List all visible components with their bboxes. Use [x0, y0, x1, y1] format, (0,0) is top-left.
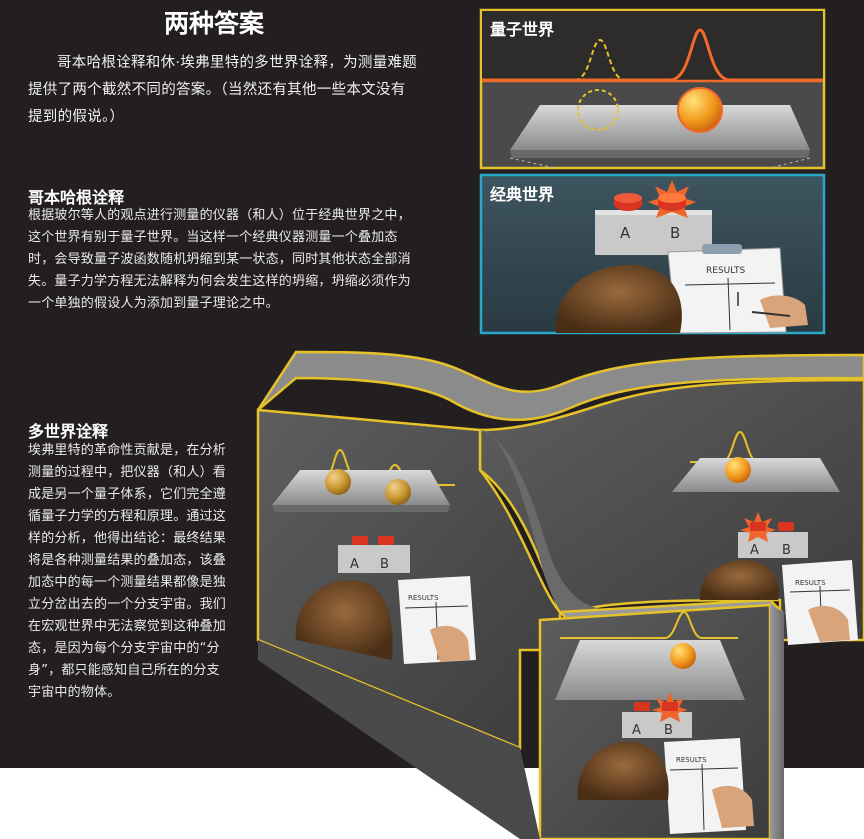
classical-world-label: 经典世界	[490, 185, 554, 204]
mw-label-b-main: B	[380, 557, 389, 572]
branching-universes: A B RESULTS A B RESULTS A B	[256, 350, 864, 839]
results-label: RESULTS	[706, 266, 746, 276]
mw-results-main: RESULTS	[408, 594, 439, 602]
quantum-table	[510, 105, 810, 150]
mw-device-main	[338, 545, 410, 573]
mw-label-a-main: A	[350, 557, 359, 572]
measuring-device	[595, 215, 712, 255]
mw-wave-lower	[560, 610, 738, 639]
manyworlds-text: 埃弗里特的革命性贡献是，在分析测量的过程中，把仪器（和人）看成是另一个量子体系，…	[28, 443, 227, 700]
mw-results-lower: RESULTS	[676, 756, 707, 764]
mw-label-a-lower: A	[632, 723, 641, 738]
observer-head	[555, 265, 682, 333]
quantum-world-panel: 量子世界	[479, 8, 826, 170]
mw-device-upper	[738, 532, 808, 558]
mw-label-b-upper: B	[782, 543, 791, 558]
mw-head-main	[295, 580, 393, 660]
mw-ball-main-2	[385, 479, 411, 505]
mw-ball-lower	[670, 643, 696, 669]
mw-device-lower	[622, 712, 692, 738]
label-a: A	[620, 224, 631, 242]
label-b: B	[670, 224, 680, 242]
orange-ball	[677, 87, 723, 133]
connecting-wall	[480, 430, 770, 650]
mw-label-a-upper: A	[750, 543, 759, 558]
mw-ball-upper	[725, 457, 751, 483]
mw-results-upper: RESULTS	[795, 579, 826, 587]
manyworlds-heading: 多世界诠释	[28, 422, 109, 441]
copenhagen-heading: 哥本哈根诠释	[28, 188, 125, 207]
writing-hand	[760, 295, 808, 328]
mw-table-lower	[555, 640, 745, 700]
mw-label-b-lower: B	[664, 723, 673, 738]
intro-paragraph: 哥本哈根诠释和休·埃弗里特的多世界诠释，为测量难题提供了两个截然不同的答案。（当…	[28, 55, 418, 125]
mw-ball-main-1	[325, 469, 351, 495]
copenhagen-text: 根据玻尔等人的观点进行测量的仪器（和人）位于经典世界之中，这个世界有别于量子世界…	[28, 208, 411, 311]
dashed-wave	[574, 38, 626, 81]
mw-head-upper	[699, 560, 779, 600]
mw-table-main	[272, 470, 450, 505]
mw-head-lower	[577, 742, 669, 800]
classical-world-panel: A B RESULTS 经典世界	[479, 173, 826, 335]
collapsed-wave	[482, 28, 823, 82]
dashed-ball	[577, 89, 619, 131]
mw-table-upper	[672, 458, 840, 492]
quantum-world-label: 量子世界	[490, 20, 554, 39]
page-title: 两种答案	[164, 9, 265, 38]
branch-top-surface	[256, 350, 864, 422]
